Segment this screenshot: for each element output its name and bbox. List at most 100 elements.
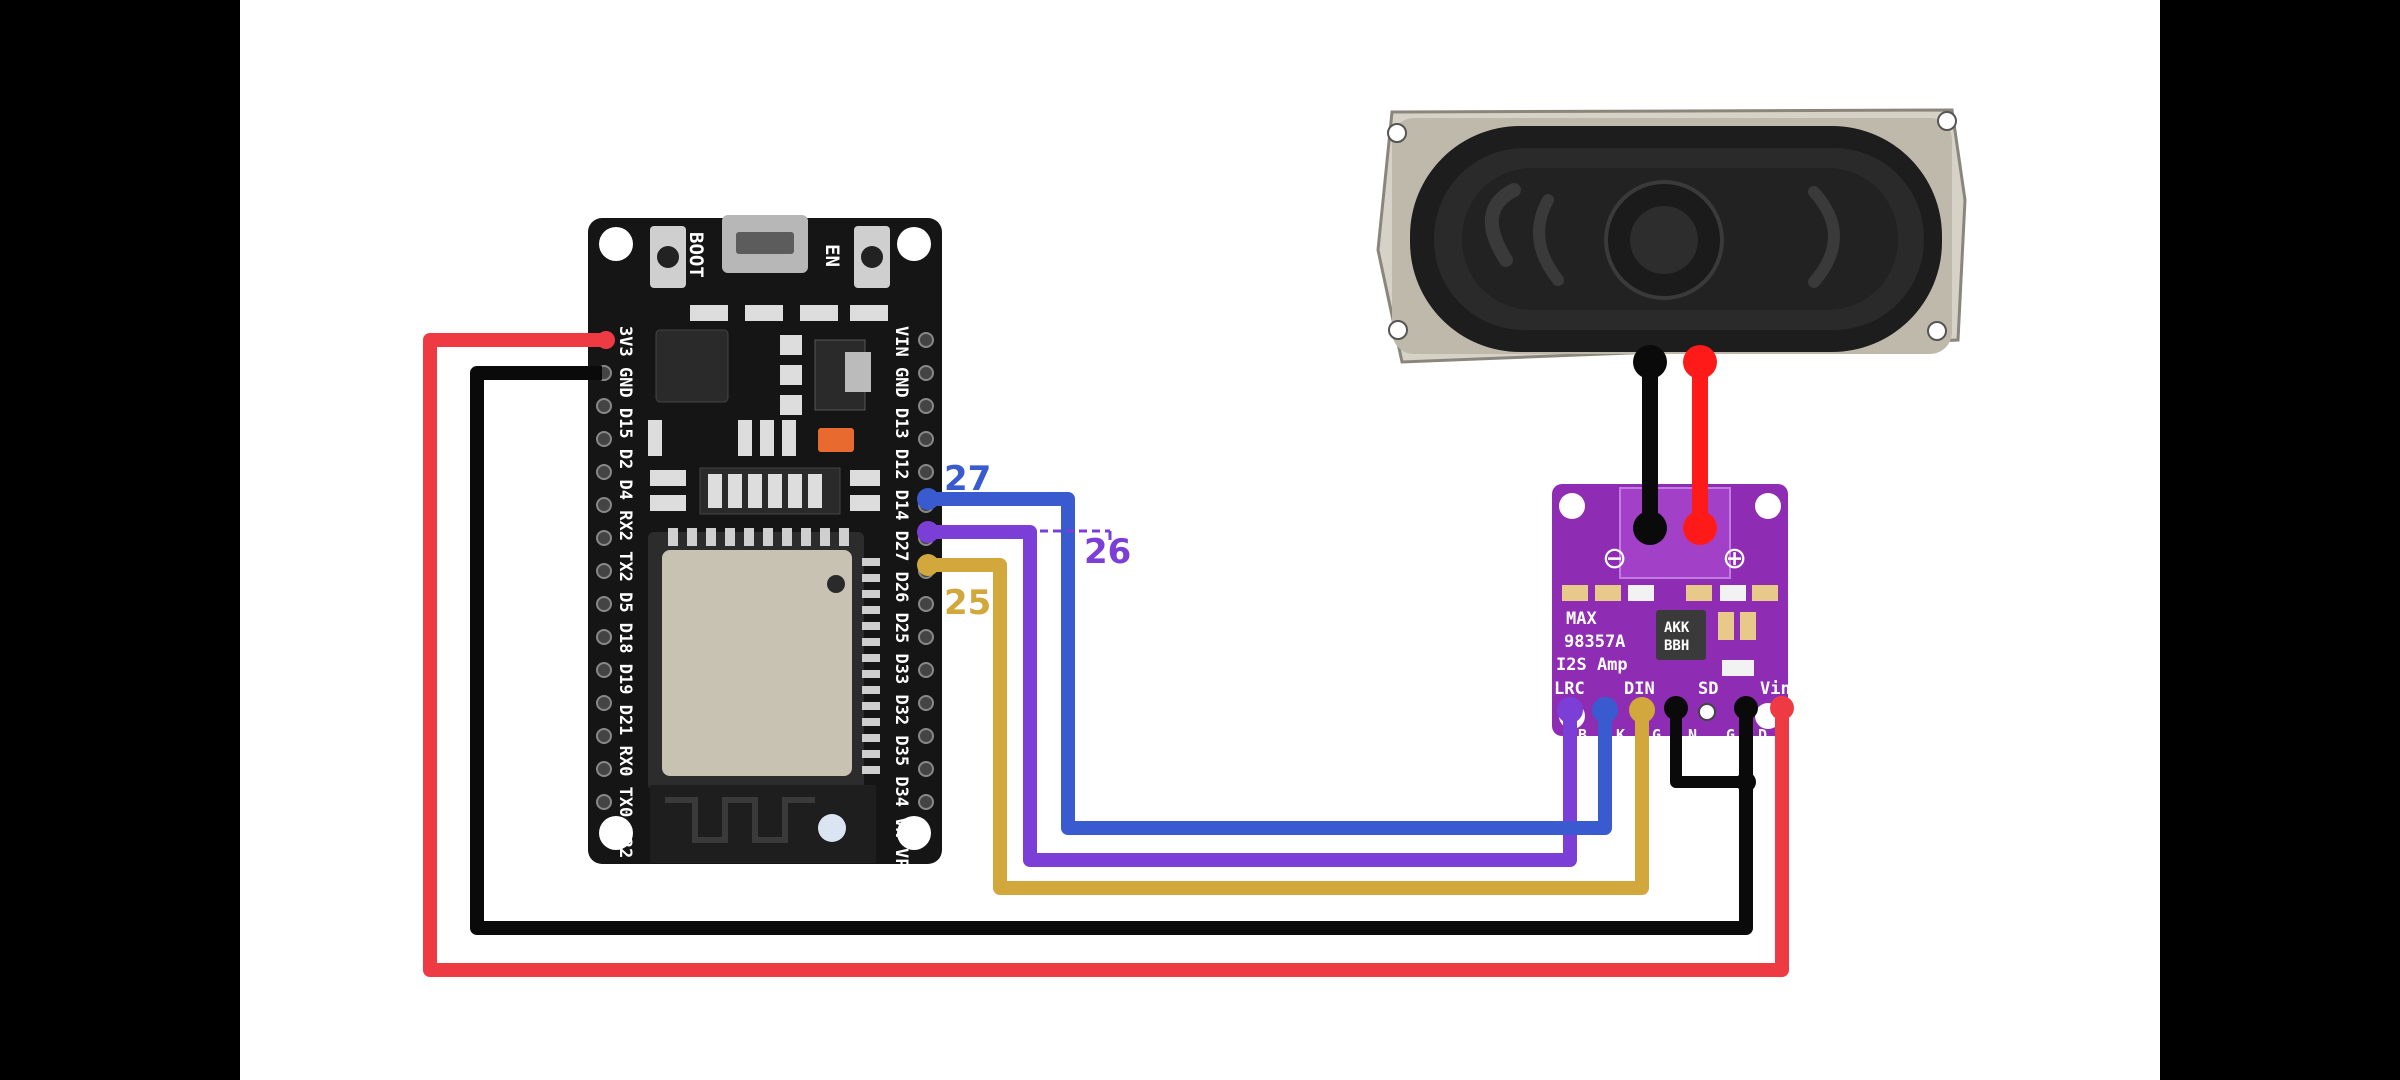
mount-hole: [897, 227, 931, 261]
header-pin-r-d34: [918, 695, 934, 711]
pin-dot-vin: [1770, 696, 1794, 720]
wire-d25-gold: [928, 558, 1649, 895]
wire-sd-gnd-jumper: [1670, 708, 1746, 788]
header-pin-d21: [596, 662, 612, 678]
module-pad: [862, 590, 880, 598]
speaker: [1376, 108, 1967, 364]
wire-gnd-black: [470, 366, 1753, 935]
amp-pin-sd: SD: [1698, 679, 1718, 699]
power-led: [818, 428, 854, 452]
module-pad: [782, 528, 792, 546]
esp32-board: BOOT EN: [588, 215, 942, 864]
header-pin-d19: [596, 629, 612, 645]
pin-dot-gnd: [1734, 696, 1758, 720]
module-pad: [763, 528, 773, 546]
mount-hole: [599, 227, 633, 261]
amp-pin-g1: G: [1652, 726, 1661, 744]
header-pin-r-d13: [918, 398, 934, 414]
header-pin-r-vp: [918, 761, 934, 777]
amp-title-line-2: 98357A: [1564, 632, 1625, 652]
header-pin-r-gnd: [918, 365, 934, 381]
header-pin-d15: [596, 398, 612, 414]
header-pin-r-vn: [918, 728, 934, 744]
module-pad: [862, 734, 880, 742]
module-pad: [862, 558, 880, 566]
header-pin-r-d33: [918, 596, 934, 612]
pin-dot-lrc: [1557, 697, 1583, 723]
amp-pin-d: D: [1758, 726, 1767, 744]
amp-pin-g2: G: [1726, 726, 1735, 744]
header-pin-r-d12: [918, 431, 934, 447]
module-pad: [725, 528, 735, 546]
header-pin-tx2: [596, 530, 612, 546]
boot-label: BOOT: [685, 232, 707, 278]
header-pin-r-en: [918, 794, 934, 810]
header-pin-d2: [596, 431, 612, 447]
module-pad: [862, 702, 880, 710]
minus-icon: ⊖: [1602, 542, 1627, 575]
amp-mount-hole: [1755, 493, 1781, 519]
module-pad: [862, 574, 880, 582]
module-shield: [662, 550, 852, 776]
module-pad: [862, 718, 880, 726]
speaker-hole: [1937, 111, 1957, 131]
header-pin-rx2: [596, 497, 612, 513]
pin-dot-d27: [917, 488, 939, 510]
wire-3v3-red: [423, 333, 1789, 977]
pin-dot-sd: [1664, 696, 1688, 720]
wires: [423, 331, 1794, 977]
header-pin-rx0: [596, 695, 612, 711]
header-pin-r-d35: [918, 662, 934, 678]
en-label: EN: [821, 244, 843, 267]
wire-d26-purple: [928, 525, 1577, 867]
wire-label-26: 26: [1084, 532, 1131, 572]
right-pin-labels: VIN GND D13 D12 D14 D27 D26 D25 D33 D32 …: [891, 326, 911, 899]
plus-icon: ⊕: [1722, 542, 1747, 575]
header-pin-r-d32: [918, 629, 934, 645]
mount-hole: [599, 816, 633, 850]
amp-pin-din: DIN: [1624, 679, 1655, 699]
pin-dot-din: [1629, 697, 1655, 723]
header-pin-r-vin: [918, 332, 934, 348]
amp-pin-b: B: [1578, 726, 1587, 744]
max98357a-amp-board: ⊖ ⊕ AKK BBH MAX 98357A I2S Amp LRC DIN S…: [1552, 484, 1791, 744]
module-pad: [862, 622, 880, 630]
amp-pin-k: K: [1616, 726, 1625, 744]
amp-mount-hole: [1559, 493, 1585, 519]
header-pin-tx0: [596, 728, 612, 744]
module-pad: [862, 638, 880, 646]
module-pad: [862, 686, 880, 694]
module-pad: [744, 528, 754, 546]
header-pin-d22: [596, 761, 612, 777]
module-pad: [862, 654, 880, 662]
module-pad: [820, 528, 830, 546]
chip-label-2: BBH: [1664, 638, 1689, 654]
module-pad: [706, 528, 716, 546]
wire-label-25: 25: [944, 583, 991, 623]
pin-dot-bclk: [1592, 697, 1618, 723]
mount-hole: [897, 816, 931, 850]
module-pad: [801, 528, 811, 546]
module-pad: [862, 606, 880, 614]
chip-label-1: AKK: [1664, 620, 1690, 636]
amp-title-line-1: MAX: [1566, 609, 1597, 629]
amp-chip: [1656, 610, 1706, 660]
header-pin-d18: [596, 596, 612, 612]
header-pin-r-d14: [918, 464, 934, 480]
module-pad: [839, 528, 849, 546]
module-pad: [862, 670, 880, 678]
module-pad: [687, 528, 697, 546]
module-pad: [862, 766, 880, 774]
wire-d27-blue: [928, 492, 1612, 835]
header-pin-d5: [596, 563, 612, 579]
amp-title-line-3: I2S Amp: [1556, 655, 1628, 675]
pin-dot-d26: [917, 521, 939, 543]
pin-dot-d25: [917, 554, 939, 576]
left-pin-labels: 3V3 GND D15 D2 D4 RX2 TX2 D5 D18 D19 D21…: [615, 326, 635, 899]
module-pad: [668, 528, 678, 546]
wire-label-27: 27: [944, 459, 991, 499]
amp-pin-vin: Vin: [1760, 679, 1791, 699]
header-pin-d23: [596, 794, 612, 810]
usb-uart-chip: [655, 329, 729, 403]
